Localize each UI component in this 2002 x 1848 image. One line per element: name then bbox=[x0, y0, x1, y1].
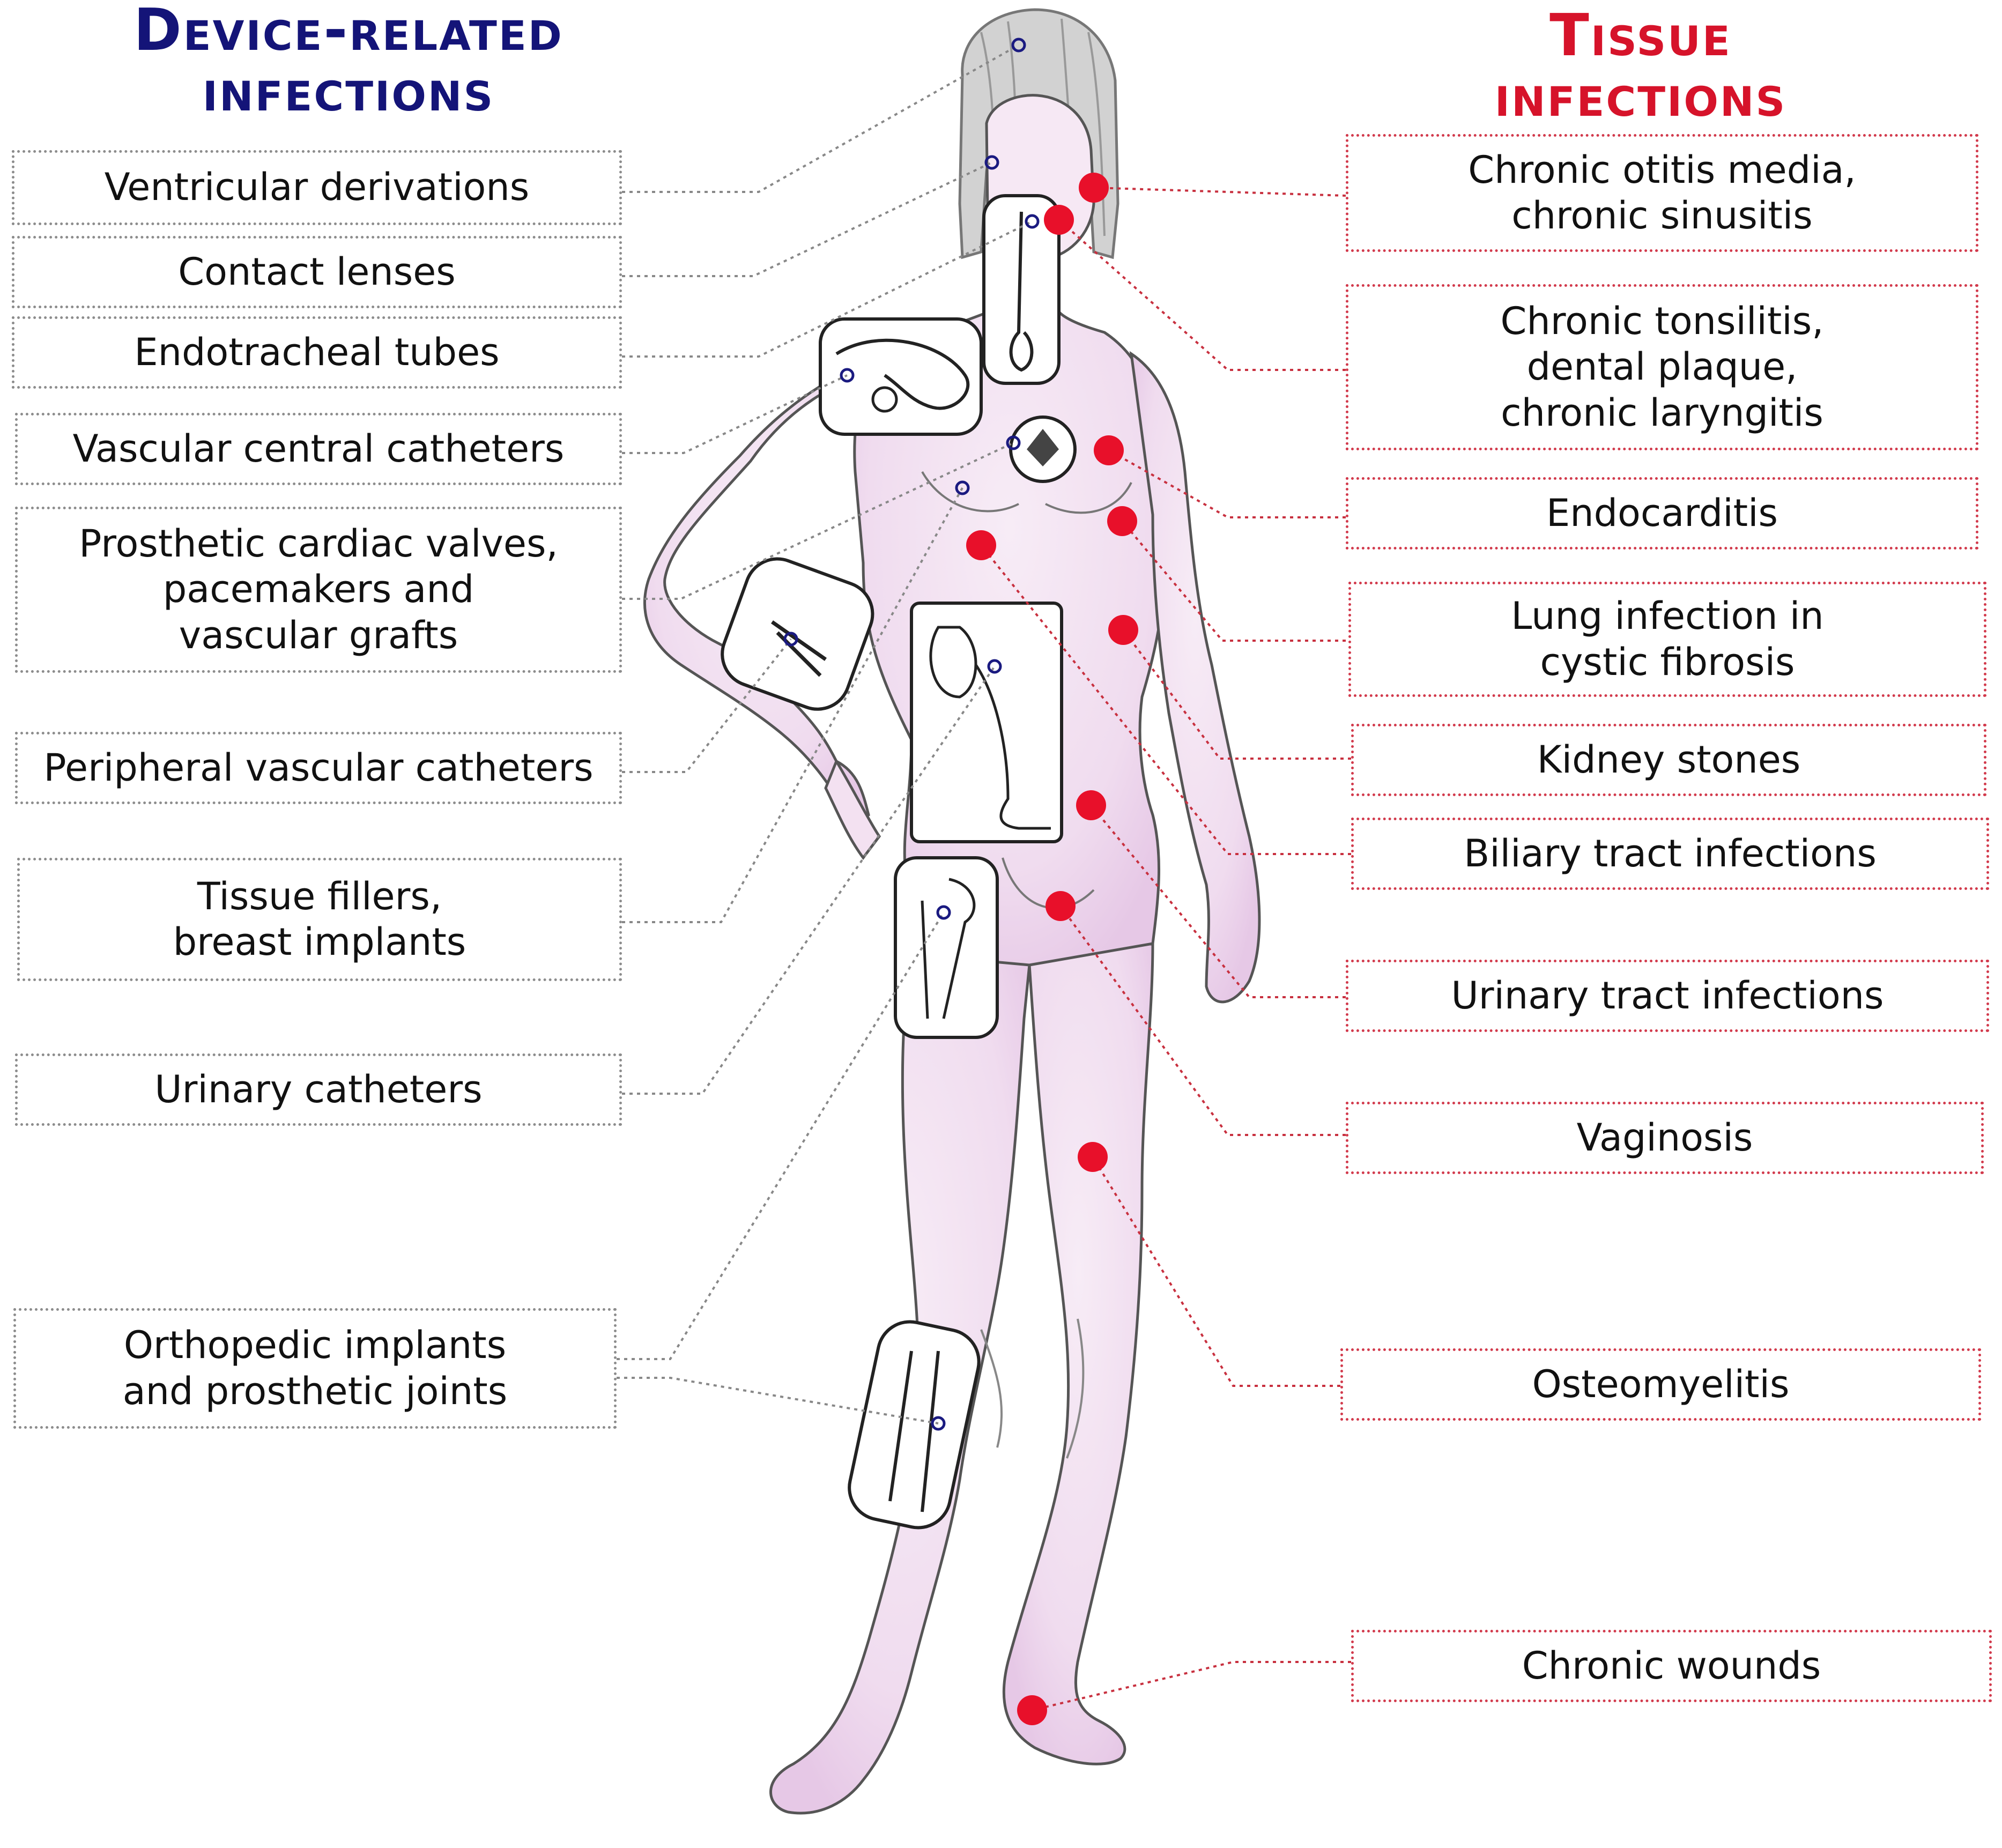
marker-urinary-tract bbox=[1076, 790, 1106, 820]
label-endotracheal-tubes: Endotracheal tubes bbox=[12, 316, 622, 389]
marker-endocarditis bbox=[1094, 435, 1124, 465]
label-prosthetic-cardiac-valves: Prosthetic cardiac valves, pacemakers an… bbox=[15, 507, 622, 673]
marker-vaginosis bbox=[1046, 891, 1076, 921]
device-connectors bbox=[617, 44, 1033, 1424]
marker-endotracheal-tubes bbox=[1025, 214, 1040, 229]
label-urinary-tract-infections: Urinary tract infections bbox=[1346, 960, 1989, 1032]
marker-tissue-fillers bbox=[955, 480, 970, 495]
label-vascular-central-catheters: Vascular central catheters bbox=[15, 413, 622, 485]
marker-chronic-otitis bbox=[1079, 173, 1109, 203]
heading-device-line-1: Device-related bbox=[134, 0, 563, 64]
marker-ventricular-derivations bbox=[1011, 38, 1026, 53]
label-lung-infection-cystic-fibrosis: Lung infection in cystic fibrosis bbox=[1348, 582, 1986, 697]
label-vaginosis: Vaginosis bbox=[1346, 1102, 1984, 1174]
heading-tissue-line-1: Tissue bbox=[1549, 2, 1732, 69]
marker-chronic-wounds bbox=[1017, 1695, 1047, 1725]
marker-peripheral-vascular-catheters bbox=[783, 632, 798, 647]
label-kidney-stones: Kidney stones bbox=[1351, 724, 1986, 796]
label-ventricular-derivations: Ventricular derivations bbox=[12, 150, 622, 225]
tissue-connectors bbox=[980, 187, 1351, 1711]
device-insets bbox=[721, 194, 1077, 1530]
label-biliary-tract-infections: Biliary tract infections bbox=[1351, 818, 1989, 890]
marker-contact-lenses bbox=[984, 155, 999, 170]
label-chronic-otitis-media: Chronic otitis media, chronic sinusitis bbox=[1346, 134, 1978, 252]
marker-biliary-tract bbox=[966, 530, 996, 560]
label-osteomyelitis: Osteomyelitis bbox=[1340, 1348, 1981, 1421]
marker-lung-infection bbox=[1107, 506, 1137, 536]
marker-kidney-stones bbox=[1108, 615, 1138, 645]
heading-tissue-infections: Tissue infections bbox=[1373, 5, 1909, 127]
marker-vascular-central-catheters bbox=[840, 368, 855, 383]
label-endocarditis: Endocarditis bbox=[1346, 477, 1978, 550]
label-chronic-tonsilitis: Chronic tonsilitis, dental plaque, chron… bbox=[1346, 284, 1978, 450]
heading-tissue-line-2: infections bbox=[1494, 63, 1787, 130]
marker-urinary-catheters bbox=[987, 659, 1002, 674]
marker-chronic-tonsilitis bbox=[1044, 205, 1074, 235]
label-urinary-catheters: Urinary catheters bbox=[15, 1053, 622, 1126]
label-orthopedic-implants: Orthopedic implants and prosthetic joint… bbox=[13, 1308, 617, 1429]
marker-osteomyelitis bbox=[1078, 1142, 1108, 1172]
marker-prosthetic-cardiac-valves bbox=[1006, 435, 1021, 450]
label-chronic-wounds: Chronic wounds bbox=[1351, 1630, 1992, 1702]
label-peripheral-vascular-catheters: Peripheral vascular catheters bbox=[15, 732, 622, 804]
marker-orthopedic-implants-knee bbox=[931, 1416, 946, 1431]
marker-orthopedic-implants-hip bbox=[936, 905, 951, 920]
heading-device-related-infections: Device-related infections bbox=[80, 0, 617, 122]
label-tissue-fillers: Tissue fillers, breast implants bbox=[17, 858, 622, 981]
device-markers bbox=[783, 38, 1040, 1431]
tissue-markers bbox=[966, 173, 1138, 1725]
heading-device-line-2: infections bbox=[202, 57, 495, 125]
label-contact-lenses: Contact lenses bbox=[12, 236, 622, 308]
